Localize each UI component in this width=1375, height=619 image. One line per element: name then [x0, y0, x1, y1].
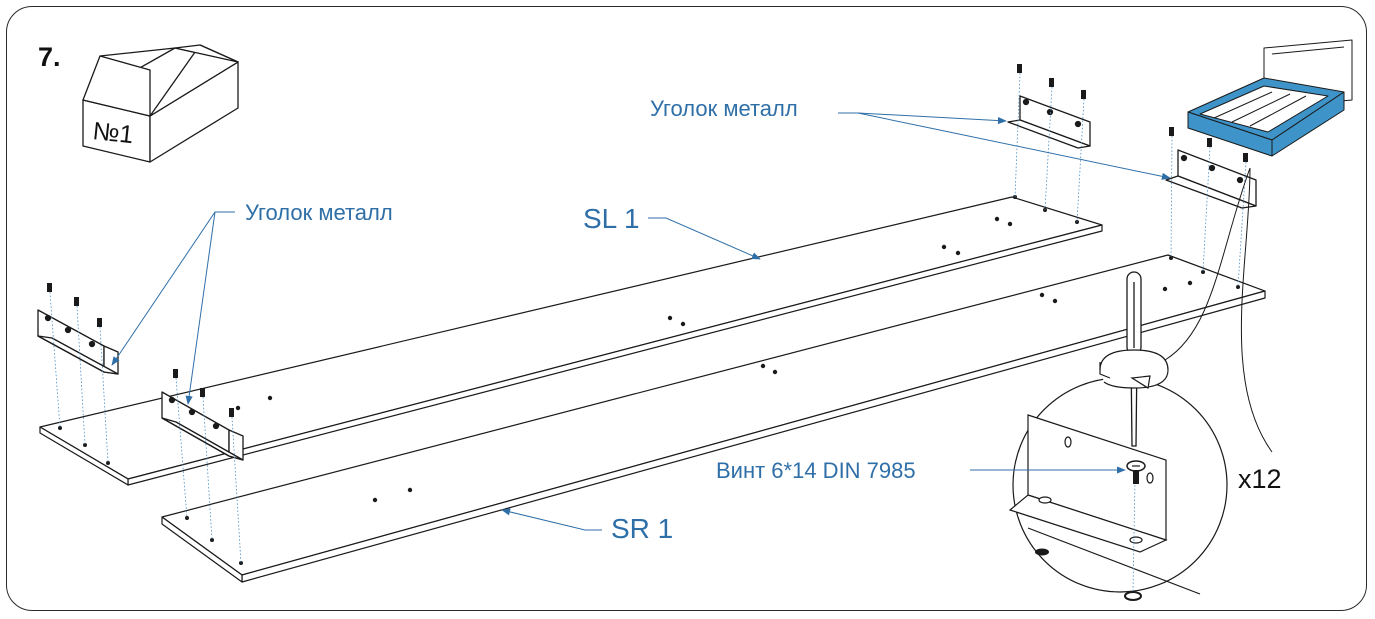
diagram-frame — [6, 6, 1367, 611]
label-panel-sr1: SR 1 — [611, 513, 674, 544]
panel-sl1 — [39, 196, 1103, 486]
box-label: №1 — [91, 117, 134, 149]
step-number: 7. — [38, 42, 61, 72]
bracket-right-1 — [1007, 95, 1091, 149]
quantity-label: x12 — [1238, 464, 1282, 494]
bed-thumbnail-icon — [1187, 39, 1353, 157]
label-screw: Винт 6*14 DIN 7985 — [716, 458, 916, 483]
leader-lines — [111, 112, 1171, 531]
detail-magnifier — [1008, 377, 1228, 601]
detail-connector — [1164, 167, 1273, 453]
panel-sr1 — [161, 254, 1266, 583]
screw-guides — [49, 72, 1247, 564]
panel-holes — [58, 195, 1240, 565]
screw-detail-icon — [1126, 460, 1146, 484]
label-bracket-top: Уголок металл — [650, 96, 798, 121]
rotation-arrow-icon — [1099, 349, 1169, 389]
box-icon — [82, 44, 239, 163]
screws — [47, 64, 1248, 417]
label-panel-sl1: SL 1 — [583, 203, 640, 234]
bracket-left-1 — [37, 309, 119, 375]
label-bracket-left: Уголок металл — [245, 200, 393, 225]
bracket-right-2 — [1165, 149, 1257, 209]
